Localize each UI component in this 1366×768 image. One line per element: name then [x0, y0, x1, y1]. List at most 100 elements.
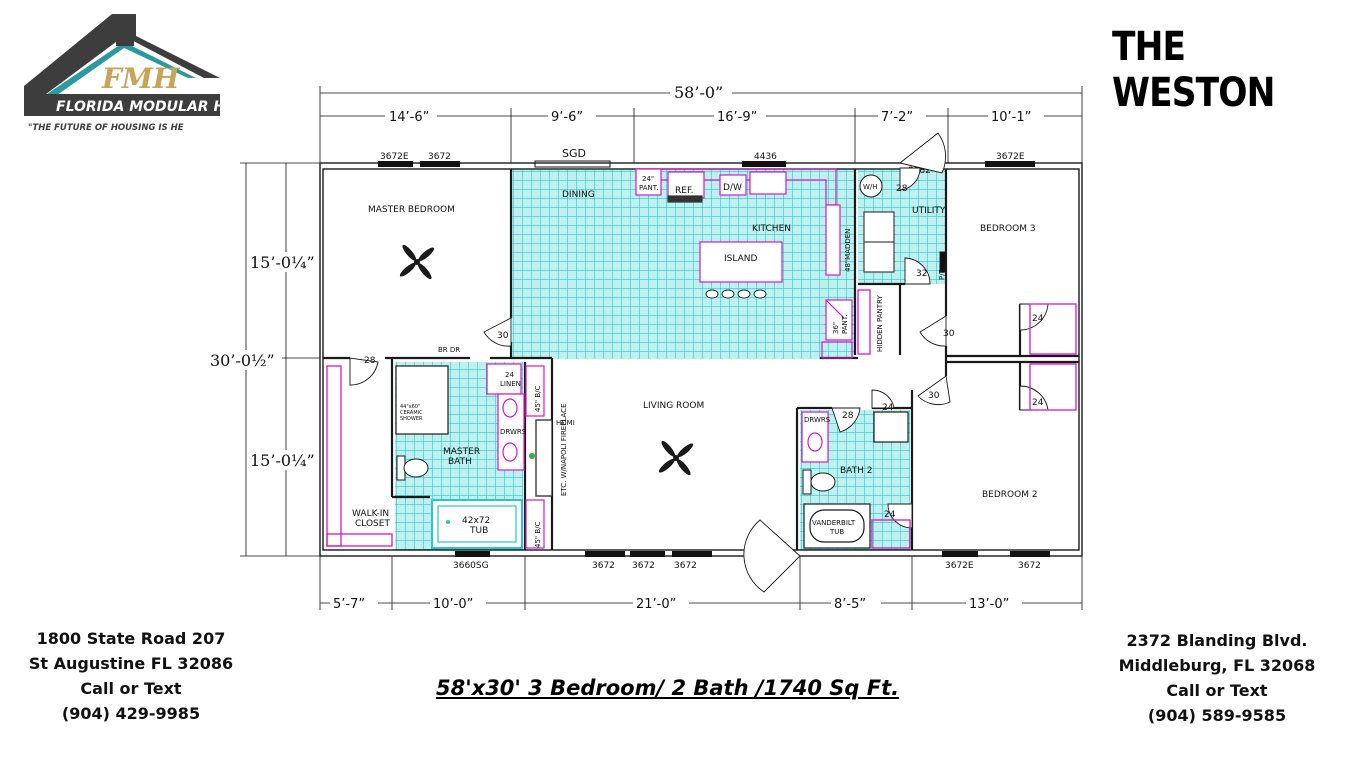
top-dim-3: 16’-9” — [717, 110, 757, 125]
window-label-bottom-4: 3672 — [674, 561, 697, 571]
fixture-ref: REF. — [675, 186, 694, 196]
utility-fixtures — [859, 174, 947, 273]
bath2-fixtures — [801, 411, 909, 549]
door-hall2-swing-icon — [917, 375, 951, 406]
door-utility-entry-swing-icon — [899, 167, 921, 191]
pantry-36 — [825, 299, 853, 341]
vanity-sink-1 — [502, 398, 518, 418]
refrigerator — [667, 171, 705, 199]
door-label-28-bath: 28 — [842, 411, 854, 421]
fixture-shower-a: 44"x60" — [400, 404, 420, 410]
room-labels: MASTER BEDROOM DINING KITCHEN ISLAND UTI… — [352, 190, 1038, 529]
door-labels: 28 32 30 28 30 30 24 24 28 24 24 — [364, 184, 1044, 520]
overall-width-label: 58’-0” — [674, 83, 723, 102]
stool-2 — [721, 289, 735, 299]
logo-main-text: FLORIDA MODULAR HO — [56, 99, 220, 115]
room-walkin-2: CLOSET — [355, 519, 390, 529]
room-bedroom2: BEDROOM 2 — [982, 490, 1038, 500]
door-label-30-mb: 30 — [497, 331, 509, 341]
window-label-top-3: SGD — [562, 147, 586, 160]
tub-drain-icon — [446, 520, 450, 524]
pantry-24 — [635, 168, 662, 196]
bath2-sink — [807, 432, 823, 452]
fixture-pant24-b: PANT. — [639, 184, 658, 192]
door-closet-swing-icon — [887, 503, 913, 529]
window-label-bottom-3: 3672 — [632, 561, 655, 571]
fixture-labels: 24" PANT. REF. D/W W/H 48"MADDEN 36" PAN… — [400, 175, 946, 548]
master-toilet — [396, 455, 429, 481]
fixture-pb: P/B — [938, 268, 946, 280]
room-kitchen: KITCHEN — [752, 224, 791, 234]
panel-box — [939, 251, 947, 273]
ceiling-fan-master-icon — [399, 244, 435, 280]
top-dim-5: 10’-1” — [991, 110, 1031, 125]
kitchen-fixtures — [635, 168, 853, 359]
door-b3-swing-icon — [1019, 303, 1049, 331]
bath2-closet — [871, 519, 911, 549]
door-label-30-hall2: 30 — [928, 391, 940, 401]
fixture-shower-b: CERAMIC — [400, 410, 423, 416]
room-dining: DINING — [562, 190, 595, 200]
door-label-30-hall: 30 — [943, 329, 955, 339]
fixture-shower-c: SHOWER — [400, 416, 423, 422]
left-address-line3: Call or Text — [80, 679, 182, 698]
dimension-labels: 58’-0” 14’-6” 9’-6” 16’-9” 7’-2” 10’-1” … — [208, 83, 1044, 612]
door-utility-swing-icon — [904, 257, 931, 285]
room-living: LIVING ROOM — [643, 401, 704, 411]
logo-mark: FMH — [101, 62, 181, 95]
left-address-line1: 1800 State Road 207 — [36, 629, 226, 648]
door-label-24-bath-b: 24 — [884, 510, 896, 520]
window-label-top-2: 3672 — [428, 152, 451, 162]
door-label-24-b3: 24 — [1032, 314, 1044, 324]
logo-tagline: "THE FUTURE OF HOUSING IS HE — [28, 123, 184, 133]
right-address-line1: 2372 Blanding Blvd. — [1126, 631, 1308, 650]
island-stools — [705, 289, 767, 299]
pantry-36-door — [825, 299, 845, 319]
dryer — [863, 241, 895, 273]
bc-cabinet-bottom — [525, 499, 545, 549]
fixture-linen-a: 24 — [505, 371, 514, 379]
room-master-bath-2: BATH — [448, 457, 472, 467]
fixture-pant36-b: PANT. — [841, 315, 849, 334]
hidden-pantry-shelf — [857, 289, 871, 355]
fixture-linen-b: LINEN — [500, 380, 521, 388]
door-bath2-swing-icon — [831, 407, 861, 433]
fireplace-unit — [535, 419, 553, 497]
room-walkin-1: WALK-IN — [352, 509, 389, 519]
window-label-top-1: 3672E — [380, 152, 409, 162]
top-dim-4: 7’-2” — [881, 110, 913, 125]
fixture-br-dr: BR DR — [438, 346, 460, 354]
fixture-drwrs-1: DRWRS — [500, 428, 527, 436]
madden-cabinet — [825, 204, 841, 276]
left-address-phone: (904) 429-9985 — [61, 704, 201, 723]
door-label-28-utility: 28 — [896, 184, 908, 194]
closets — [326, 289, 1077, 549]
top-dim-2: 9’-6” — [551, 110, 583, 125]
fixture-bc-bottom: 45" B/C — [534, 521, 542, 548]
left-office-address: 1800 State Road 207 St Augustine FL 3208… — [16, 626, 246, 726]
windows — [378, 160, 1050, 557]
door-label-24-b2: 24 — [1032, 398, 1044, 408]
fixture-wh: W/H — [863, 183, 878, 191]
bottom-dim-2: 10’-0” — [433, 597, 473, 612]
left-address-line2: St Augustine FL 32086 — [28, 654, 234, 673]
fireplace-flame-icon — [529, 453, 535, 459]
master-tub-inner — [437, 505, 517, 543]
fixture-vanderbilt-b: TUB — [829, 528, 844, 536]
master-bath-fixtures — [395, 363, 553, 549]
door-b2-swing-icon — [1019, 385, 1049, 411]
left-dim-lower: 15’-0¼” — [250, 451, 315, 470]
fixture-tub-b: TUB — [469, 526, 488, 536]
vanderbilt-tub-inner — [809, 509, 865, 543]
bc-cabinet-top — [525, 365, 545, 417]
b3-closet — [1029, 303, 1077, 355]
window-label-bottom-7: 3672 — [1018, 561, 1041, 571]
master-shower — [395, 365, 449, 435]
stool-4 — [753, 289, 767, 299]
right-office-address: 2372 Blanding Blvd. Middleburg, FL 32068… — [1102, 628, 1332, 728]
bath2-toilet — [802, 469, 836, 495]
door-label-32: 32 — [916, 269, 927, 279]
water-heater — [859, 174, 883, 198]
stool-3 — [737, 289, 751, 299]
room-bath2: BATH 2 — [840, 466, 872, 476]
